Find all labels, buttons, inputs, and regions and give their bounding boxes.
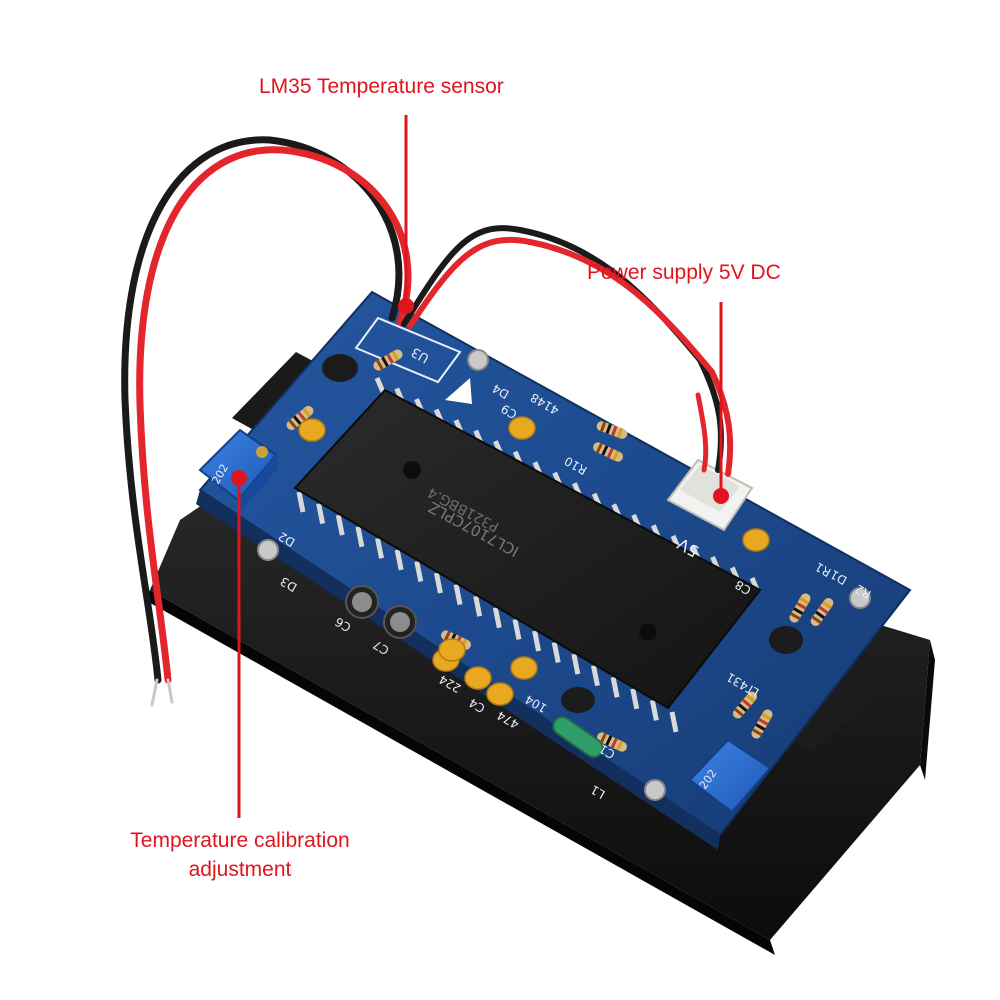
resistor: [597, 732, 627, 752]
silk-c1: C1: [597, 741, 618, 761]
resistor: [593, 442, 623, 462]
adjustment-screw-icon: [256, 446, 268, 458]
chip-pin: [669, 711, 679, 733]
resistor: [789, 593, 811, 623]
ceramic-capacitor: [486, 682, 514, 706]
sensor-wires: [121, 136, 412, 707]
chip-pin: [649, 699, 659, 721]
resistor: [732, 691, 758, 719]
resistor: [751, 709, 773, 739]
silk-l1: L1: [588, 782, 607, 801]
chip-pin: [492, 607, 502, 629]
orientation-arrow: [445, 378, 472, 404]
silk-c7: C7: [371, 637, 392, 657]
calibration-callout-dot: [231, 470, 247, 486]
chip-pin: [551, 642, 561, 664]
chip-pin: [355, 526, 365, 548]
callout-lines: [231, 115, 729, 818]
chip-pin: [591, 665, 600, 687]
silk-r1: R1: [813, 559, 834, 579]
silk-r2: R2: [853, 581, 874, 601]
ceramic-capacitors: [298, 416, 770, 706]
power-callout-dot: [713, 488, 729, 504]
chip-pin: [374, 377, 386, 393]
chip-pin: [453, 584, 463, 606]
power-wires: [401, 225, 734, 477]
chip-pin: [296, 491, 306, 513]
ceramic-capacitor: [510, 656, 538, 680]
chip-pin: [394, 549, 404, 571]
ceramic-capacitor: [438, 638, 466, 662]
ceramic-capacitor: [742, 528, 770, 552]
chip-pin: [630, 688, 640, 710]
silk-c4: C4: [467, 695, 488, 715]
chip-pin: [375, 537, 384, 559]
inductor: [552, 716, 604, 758]
silk-c8: C8: [733, 577, 754, 597]
silk-c9: C9: [499, 401, 520, 421]
sensor-callout-dot: [398, 298, 414, 314]
ceramic-capacitor: [508, 416, 536, 440]
resistor: [596, 421, 628, 439]
electrolytic-capacitors: [345, 585, 417, 639]
right-potentiometer: 202: [688, 738, 772, 814]
chip-pin: [433, 572, 443, 594]
calibration-potentiometer: 202: [198, 428, 278, 512]
chip-pin: [512, 618, 522, 640]
chip-pin: [610, 676, 620, 698]
transistors: [322, 354, 803, 713]
chip-pin: [316, 503, 326, 525]
sensor-callout-label: LM35 Temperature sensor: [259, 75, 504, 98]
chip-pin: [335, 514, 345, 536]
resistor: [810, 597, 834, 627]
mounting-screws: [257, 349, 871, 801]
calibration-callout-label-line2: adjustment: [188, 858, 292, 881]
resistor: [373, 349, 403, 371]
ceramic-capacitor: [464, 666, 492, 690]
ceramic-capacitor: [298, 418, 326, 442]
calibration-callout-label-line1: Temperature calibration: [130, 829, 350, 852]
chip-pin: [414, 560, 424, 582]
resistor: [286, 405, 314, 431]
chip-pin: [571, 653, 581, 675]
chip-pin: [532, 630, 542, 652]
silk-c6: C6: [333, 614, 354, 634]
power-callout-label: Power supply 5V DC: [587, 261, 781, 284]
chip-pin: [473, 595, 483, 617]
main-ic-chip: ICL7107CPLZ P321BBG.4: [293, 377, 762, 733]
